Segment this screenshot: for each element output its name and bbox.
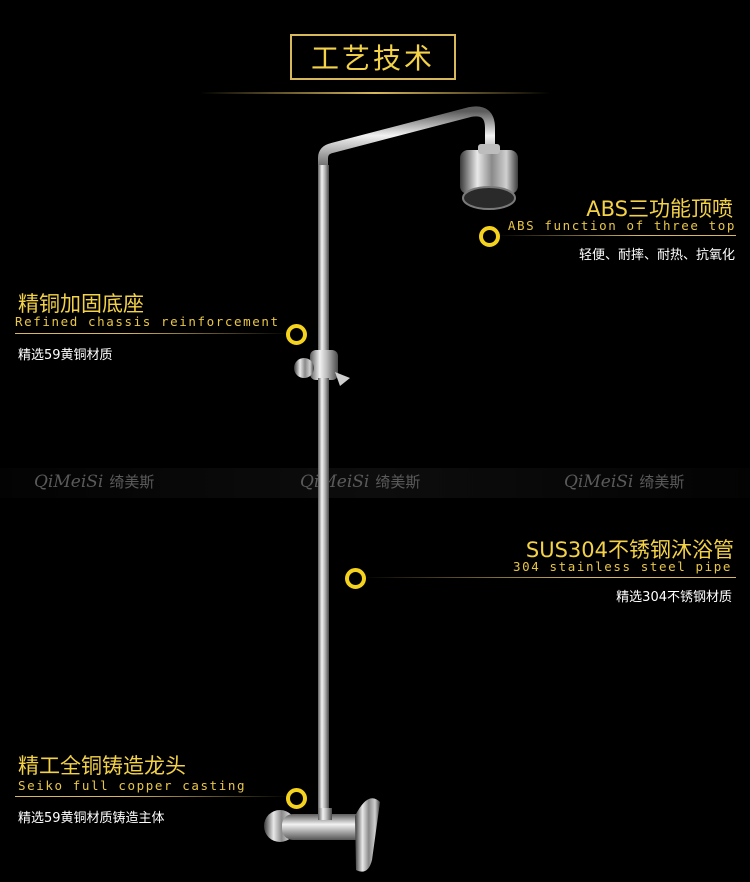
watermark-brand: 绮美斯 [375, 473, 421, 491]
title-divider [200, 92, 550, 94]
pipe-joint [318, 808, 332, 820]
faucet-desc: 精选59黄铜材质铸造主体 [18, 811, 165, 826]
diverter-lever [335, 372, 350, 386]
watermark-logo: QiMeiSi [34, 471, 104, 492]
pipe-subtitle: 304 stainless steel pipe [512, 559, 732, 574]
top-spray-desc: 轻便、耐摔、耐热、抗氧化 [578, 248, 735, 263]
diverter-body [310, 350, 338, 380]
shower-head-nozzle [462, 186, 516, 210]
top-spray-subtitle: ABS function of three top [507, 218, 736, 233]
chassis-desc: 精选59黄铜材质 [18, 348, 113, 363]
watermark-brand: 绮美斯 [109, 473, 155, 491]
watermark: QiMeiSi 绮美斯 [564, 471, 684, 492]
faucet-title: 精工全铜铸造龙头 [18, 754, 186, 778]
pipe-marker [345, 568, 366, 589]
chassis-marker [286, 324, 307, 345]
watermark-logo: QiMeiSi [564, 471, 634, 492]
chassis-subtitle: Refined chassis reinforcement [15, 314, 280, 329]
watermark: QiMeiSi 绮美斯 [300, 471, 420, 492]
faucet-handle [355, 798, 380, 872]
section-title: 工艺技术 [310, 42, 435, 75]
mixer-body [282, 814, 368, 840]
watermark: QiMeiSi 绮美斯 [34, 471, 154, 492]
watermark-brand: 绮美斯 [639, 473, 685, 491]
section-title-box: 工艺技术 [290, 34, 456, 80]
faucet-underline [15, 796, 290, 797]
watermark-logo: QiMeiSi [300, 471, 370, 492]
watermark-band [0, 468, 750, 498]
diverter-outlet [294, 358, 314, 378]
chassis-underline [15, 333, 290, 334]
top-spray-underline [496, 235, 736, 236]
faucet-subtitle: Seiko full copper casting [18, 778, 247, 793]
shower-head-connector [478, 144, 500, 154]
lower-pipe [318, 378, 329, 818]
shower-head-body [460, 150, 518, 194]
chassis-title: 精铜加固底座 [18, 292, 144, 316]
pipe-title: SUS304不锈钢沐浴管 [525, 538, 734, 562]
pipe-desc: 精选304不锈钢材质 [616, 590, 732, 605]
faucet-marker [286, 788, 307, 809]
top-spray-title: ABS三功能顶喷 [586, 197, 733, 221]
shower-arm [318, 106, 495, 177]
pipe-underline [362, 577, 736, 578]
top-spray-marker [479, 226, 500, 247]
upper-pipe [318, 165, 329, 355]
